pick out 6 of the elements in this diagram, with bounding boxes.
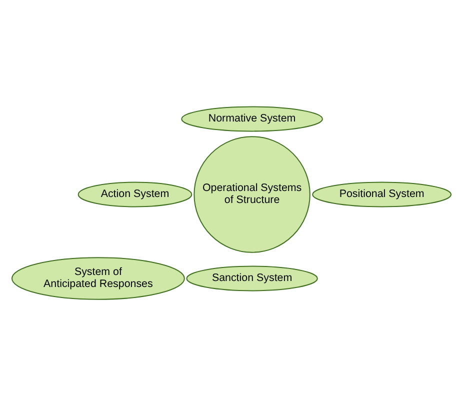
node-ellipse: Normative System xyxy=(180,106,322,132)
node-ellipse: Action System xyxy=(77,181,192,207)
node-ellipse: Positional System xyxy=(312,181,452,207)
node-ellipse: System of Anticipated Responses xyxy=(10,256,184,300)
node-circle: Operational Systems of Structure xyxy=(193,136,310,252)
node-ellipse: Sanction System xyxy=(186,265,318,291)
